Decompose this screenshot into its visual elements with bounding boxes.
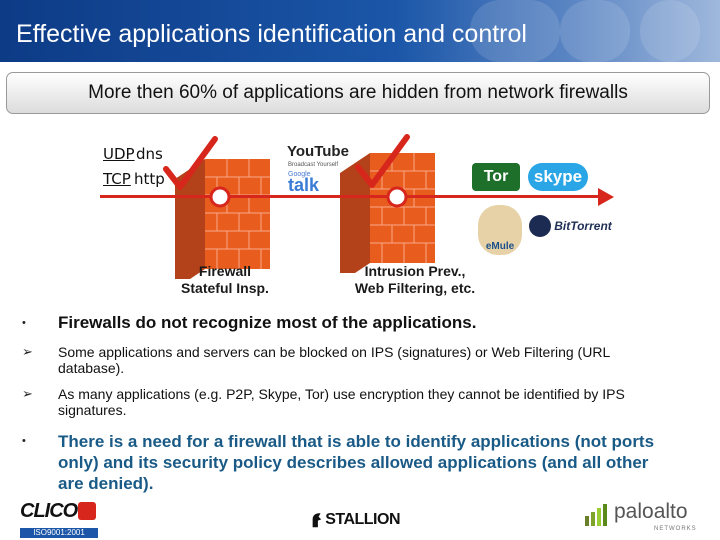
traffic-flow-line xyxy=(100,195,600,198)
paloalto-logo-subtext: NETWORKS xyxy=(654,526,697,532)
clico-logo: CLICO ISO9001:2001 xyxy=(20,500,100,538)
firewall-label-line1: Firewall xyxy=(198,263,252,279)
paloalto-mark-icon xyxy=(585,504,607,526)
protocol-dns: dns xyxy=(136,145,163,163)
slide-subtitle: More then 60% of applications are hidden… xyxy=(88,82,628,103)
subtitle-box: More then 60% of applications are hidden… xyxy=(6,72,710,114)
bittorrent-logo: BitTorrent xyxy=(526,213,614,239)
ips-label: Intrusion Prev., Web Filtering, etc. xyxy=(330,263,500,297)
bullet-text: Some applications and servers can be blo… xyxy=(58,344,610,376)
clico-logo-text: CLICO xyxy=(20,500,78,522)
bullet-marker: ➢ xyxy=(22,386,33,401)
slide-title: Effective applications identification an… xyxy=(16,20,527,48)
title-decoration xyxy=(640,0,700,62)
youtube-tagline: Broadcast Yourself xyxy=(288,162,339,168)
emule-logo: eMule xyxy=(478,205,522,255)
bullet-marker: • xyxy=(22,435,26,447)
protocol-udp: UDP xyxy=(103,145,135,163)
firewall-inspection-point-icon xyxy=(209,186,231,208)
protocol-tcp: TCP xyxy=(103,170,131,188)
google-talk-prefix: Google xyxy=(288,171,311,178)
bullet-marker: ➢ xyxy=(22,344,33,359)
youtube-logo-text: YouTube xyxy=(287,142,349,160)
ips-label-line2: Web Filtering, etc. xyxy=(354,280,476,296)
arrow-head-icon xyxy=(598,188,614,206)
ips-wall-icon xyxy=(340,153,435,273)
firewall-label: Firewall Stateful Insp. xyxy=(160,263,290,297)
ips-label-line1: Intrusion Prev., xyxy=(364,263,466,279)
protocol-http: http xyxy=(134,170,165,188)
firewall-label-line2: Stateful Insp. xyxy=(181,280,269,296)
title-decoration xyxy=(560,0,630,62)
bullet-marker: • xyxy=(22,317,26,329)
title-decoration xyxy=(470,0,560,62)
tor-logo: Tor xyxy=(472,163,520,191)
firewall-wall-icon xyxy=(175,159,270,279)
stallion-horse-icon xyxy=(312,513,322,528)
clico-mark-icon xyxy=(78,502,96,520)
checkmark-icon xyxy=(355,134,410,188)
stallion-logo: STALLION xyxy=(310,505,400,535)
ips-inspection-point-icon xyxy=(386,186,408,208)
skype-logo: skype xyxy=(528,163,588,191)
checkmark-icon xyxy=(163,136,218,190)
paloalto-logo: paloalto NETWORKS xyxy=(584,500,714,536)
stallion-logo-text: STALLION xyxy=(325,511,400,528)
network-diagram: UDP dns TCP http xyxy=(0,115,720,305)
bittorrent-globe-icon xyxy=(529,215,552,237)
bullet-text: There is a need for a firewall that is a… xyxy=(58,432,655,493)
bittorrent-logo-text: BitTorrent xyxy=(554,219,612,233)
google-talk-logo: talk xyxy=(288,175,320,195)
bullet-text: Firewalls do not recognize most of the a… xyxy=(58,313,477,332)
title-bar: Effective applications identification an… xyxy=(0,0,720,62)
paloalto-logo-text: paloalto xyxy=(614,500,688,523)
youtube-logo: YouTube xyxy=(287,139,349,163)
clico-certification: ISO9001:2001 xyxy=(20,528,98,538)
bullet-text: As many applications (e.g. P2P, Skype, T… xyxy=(58,386,625,418)
